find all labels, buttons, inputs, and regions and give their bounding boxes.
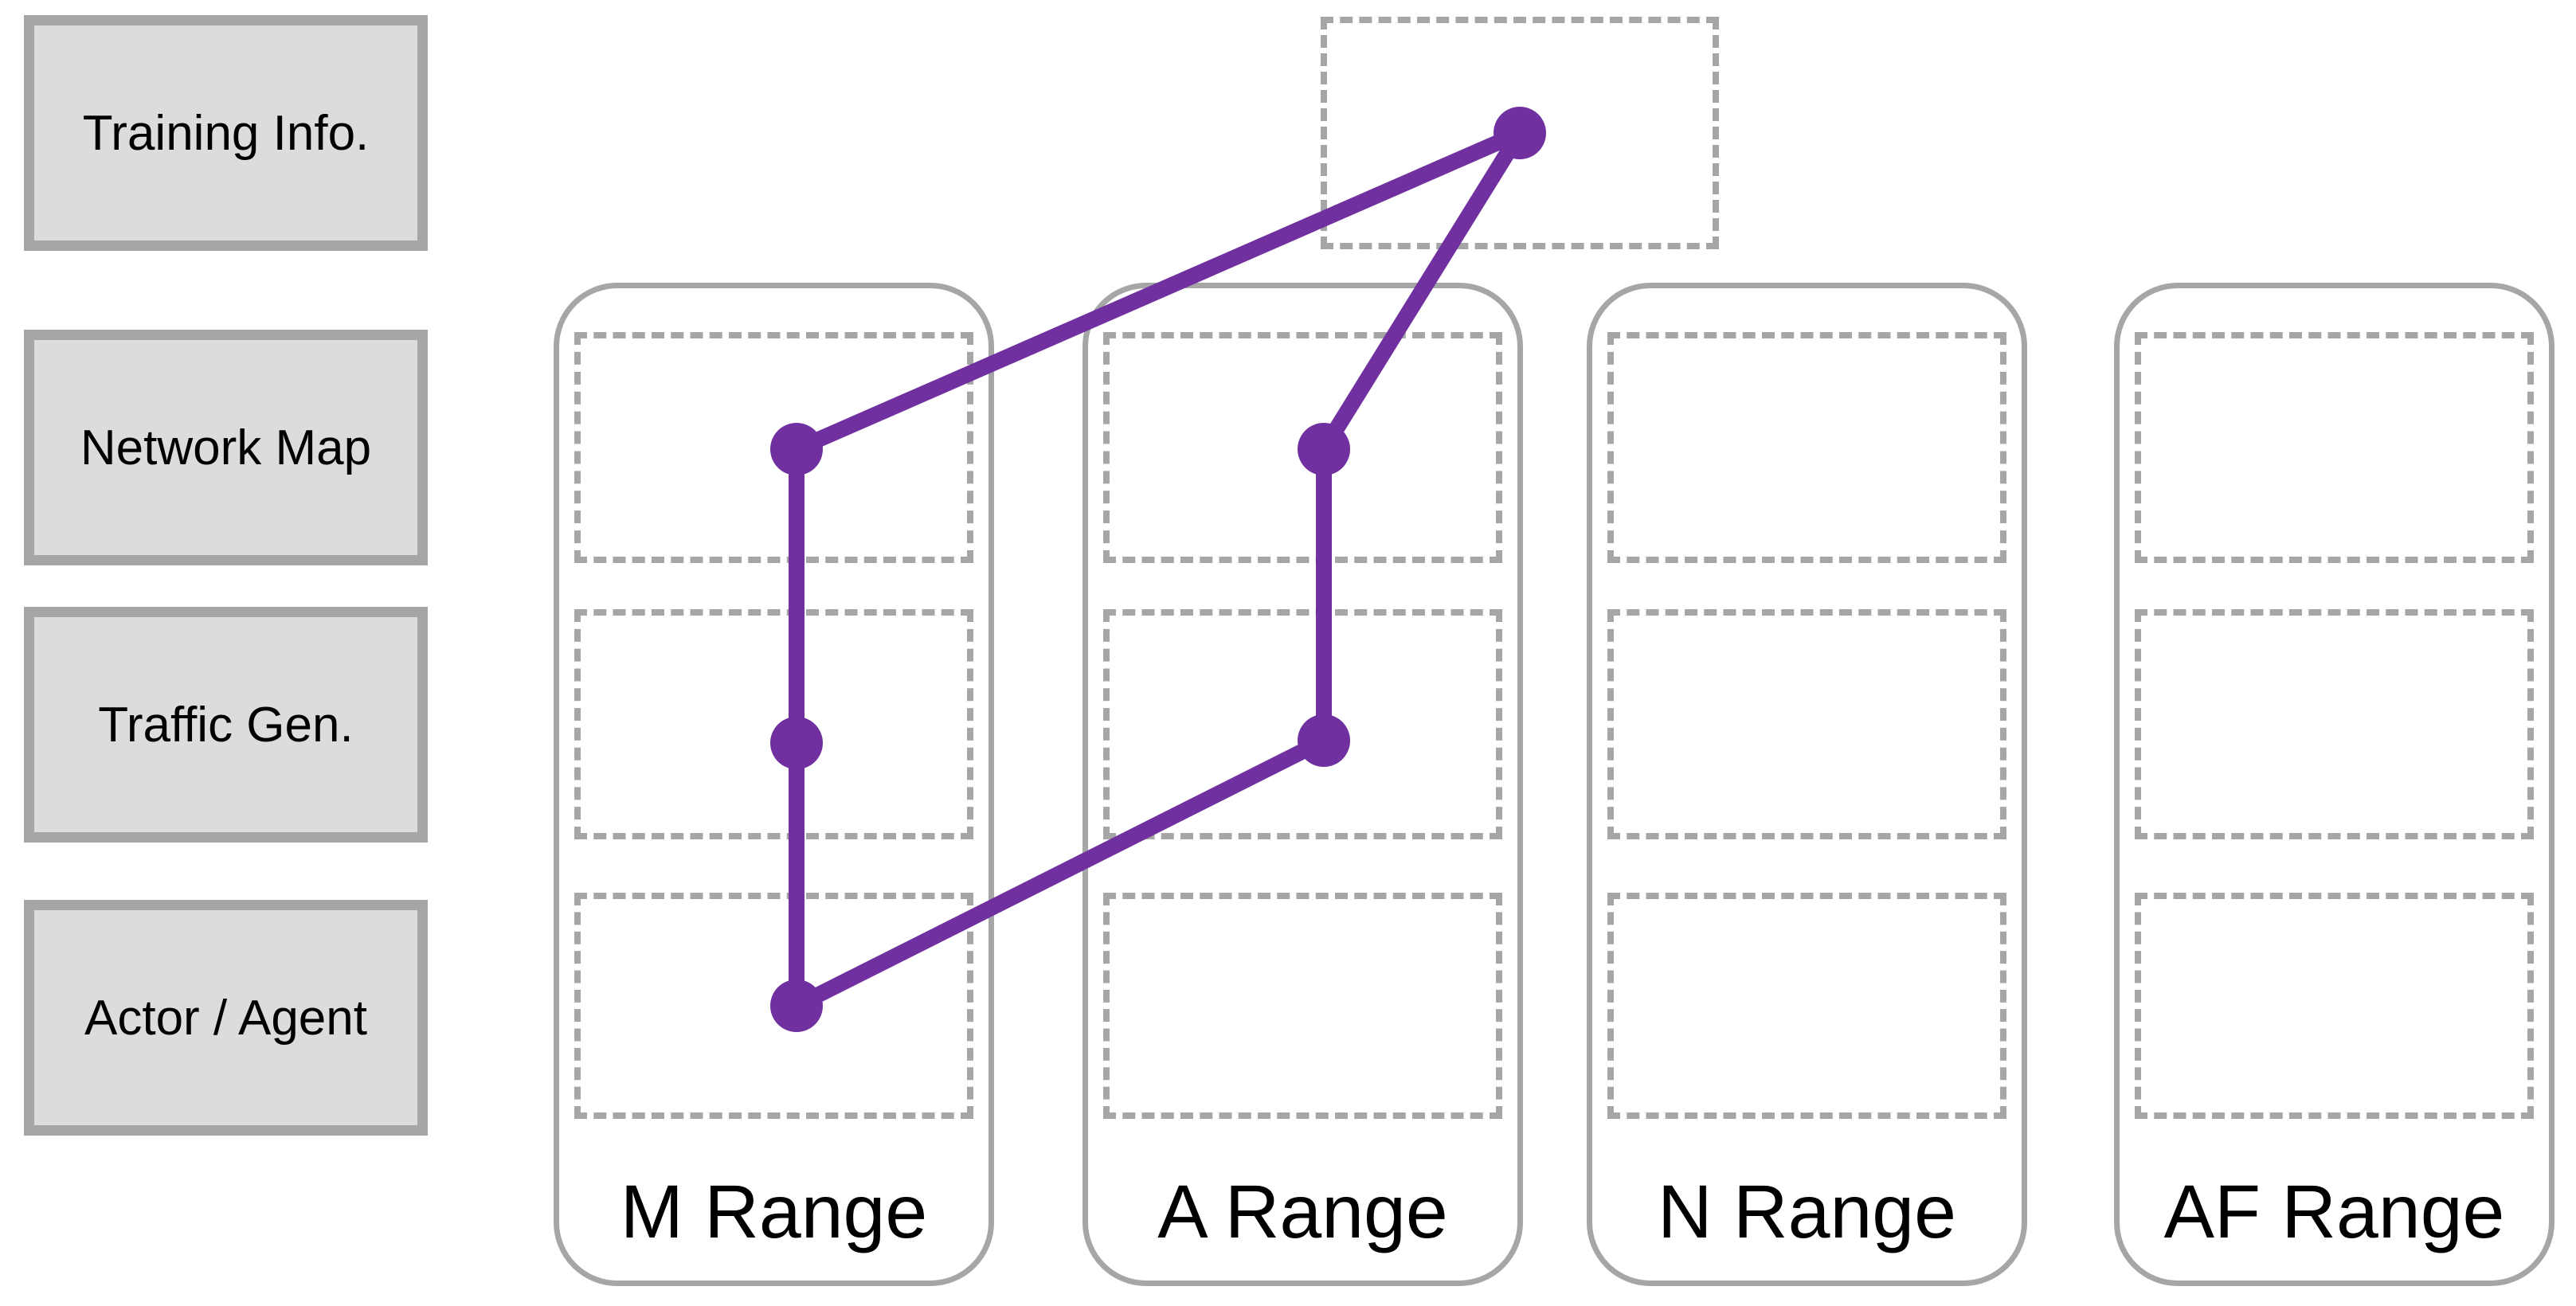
range-slot (2135, 893, 2534, 1119)
range-label-m: M Range (620, 1169, 928, 1254)
floating-slot (1321, 17, 1719, 249)
range-slot (1607, 893, 2006, 1119)
range-slot (574, 893, 973, 1119)
range-label-a: A Range (1157, 1169, 1448, 1254)
range-label-n: N Range (1658, 1169, 1956, 1254)
range-slot (574, 609, 973, 839)
panel-network-map: Network Map (24, 330, 428, 565)
panel-network-map-label: Network Map (80, 420, 372, 475)
range-label-af: AF Range (2163, 1169, 2505, 1254)
panel-actor-agent-label: Actor / Agent (84, 990, 367, 1046)
range-slot (1607, 609, 2006, 839)
range-slot (2135, 332, 2534, 563)
panel-training-info-label: Training Info. (82, 105, 370, 161)
range-slot (2135, 609, 2534, 839)
range-slot (1607, 332, 2006, 563)
panel-training-info: Training Info. (24, 15, 428, 251)
range-slot (574, 332, 973, 563)
range-slot (1103, 609, 1502, 839)
panel-traffic-gen: Traffic Gen. (24, 607, 428, 843)
panel-traffic-gen-label: Traffic Gen. (98, 697, 354, 753)
range-column-af: AF Range (2114, 283, 2554, 1286)
range-slot (1103, 893, 1502, 1119)
panel-actor-agent: Actor / Agent (24, 900, 428, 1136)
range-column-n: N Range (1587, 283, 2027, 1286)
range-column-a: A Range (1082, 283, 1523, 1286)
range-slot (1103, 332, 1502, 563)
range-column-m: M Range (554, 283, 994, 1286)
